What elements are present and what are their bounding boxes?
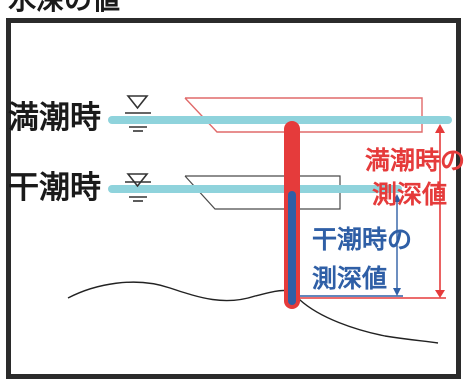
diagram-frame — [6, 18, 461, 379]
seabed-line — [67, 281, 439, 344]
high-tide-depth-dimension — [300, 124, 446, 299]
header-text: 水深の値 — [8, 0, 120, 14]
low-tide-depth-dimension — [300, 194, 403, 297]
high-tide-depth-line-1: 満潮時の — [365, 146, 466, 175]
low-tide-label: 干潮時 — [8, 170, 101, 206]
high-tide-depth-label: 満潮時の 測深値 — [365, 144, 465, 212]
high-tide-depth-line-2: 測深値 — [372, 180, 448, 209]
low-tide-depth-label: 干潮時の 測深値 — [312, 220, 412, 298]
high-tide-label: 満潮時 — [8, 100, 101, 136]
high-tide-water-outline — [184, 97, 423, 133]
high-tide-level-icon — [125, 95, 151, 132]
low-tide-depth-line-2: 測深値 — [312, 264, 388, 293]
low-tide-depth-line-1: 干潮時の — [312, 225, 413, 254]
sounding-pole-blue — [288, 191, 296, 305]
low-tide-level-icon — [125, 173, 151, 202]
